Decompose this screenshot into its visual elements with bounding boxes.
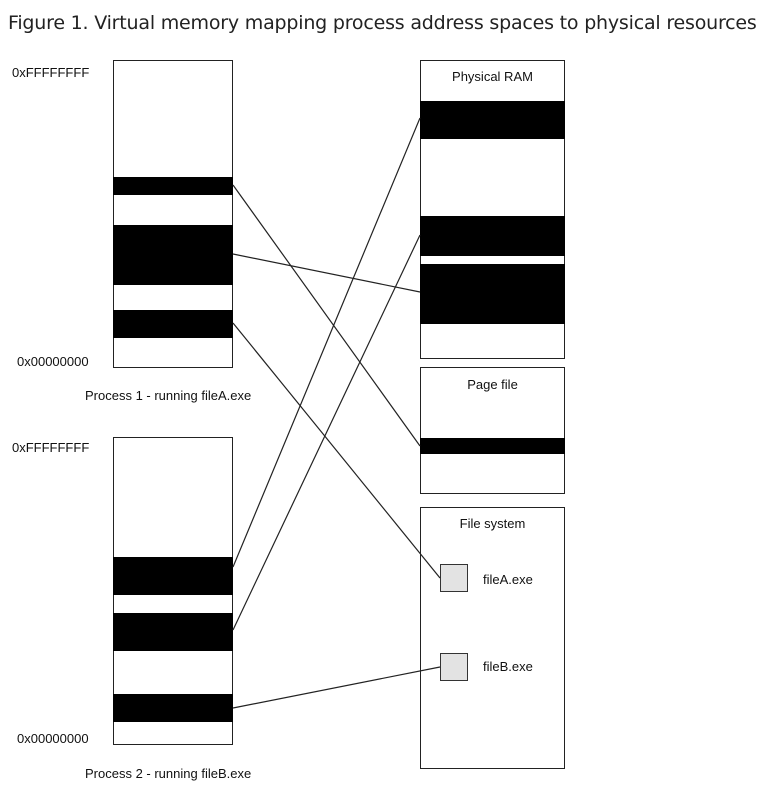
page-file-title: Page file <box>467 377 518 392</box>
process2-top-address: 0xFFFFFFFF <box>12 440 90 455</box>
mapping-connectors <box>232 117 441 709</box>
fileB-label: fileB.exe <box>483 659 533 674</box>
fileA-label: fileA.exe <box>483 572 533 587</box>
figure-caption: Figure 1. Virtual memory mapping process… <box>8 12 757 34</box>
process2-label: Process 2 - running fileB.exe <box>85 766 252 781</box>
physical-ram-title: Physical RAM <box>452 69 533 84</box>
process1-top-address: 0xFFFFFFFF <box>12 65 90 80</box>
connector-p1-to-fileA <box>232 322 441 579</box>
page-file-block <box>420 438 565 454</box>
page-file: Page file <box>420 367 565 494</box>
process1-label: Process 1 - running fileA.exe <box>85 388 252 403</box>
process2-bottom-address: 0x00000000 <box>17 731 89 746</box>
ram-block <box>420 264 565 324</box>
connector-p2-to-fileB <box>232 666 441 709</box>
connector-p2-to-ram-middle <box>232 234 421 631</box>
file-system-title: File system <box>459 516 526 531</box>
process1-address-space <box>113 60 233 368</box>
process2-memory-block <box>113 613 233 651</box>
process1-bottom-address: 0x00000000 <box>17 354 89 369</box>
ram-block <box>420 216 565 256</box>
process2-address-space <box>113 437 233 745</box>
process2-memory-block <box>113 557 233 595</box>
process1-memory-block <box>113 225 233 285</box>
connector-p1-to-pagefile <box>232 184 421 447</box>
process1-memory-block <box>113 177 233 195</box>
physical-ram: Physical RAM <box>420 60 565 359</box>
process2-memory-block <box>113 694 233 722</box>
fileB-file-icon <box>440 653 468 681</box>
fileA-file-icon <box>440 564 468 592</box>
connector-p2-to-ram-top <box>232 117 421 568</box>
ram-block <box>420 101 565 139</box>
file-system: File system <box>420 507 565 769</box>
connector-p1-to-ram <box>232 253 421 293</box>
process1-memory-block <box>113 310 233 338</box>
